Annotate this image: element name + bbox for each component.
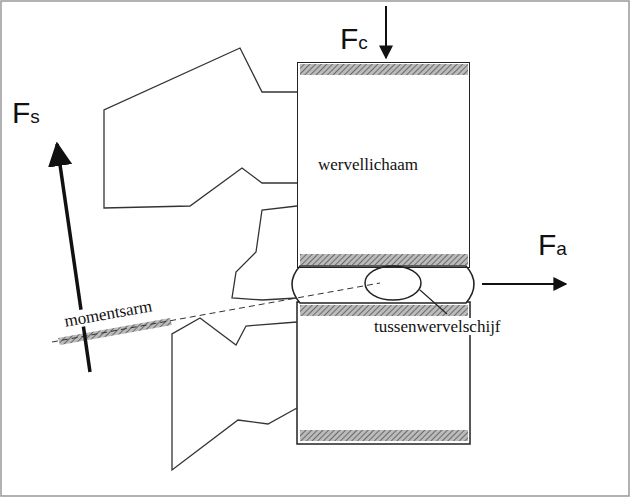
vertebral-body: wervellichaam — [297, 62, 470, 268]
disc-label: tussenwervelschijf — [372, 318, 503, 335]
force-label: Fs — [12, 98, 40, 128]
force-label: Fa — [538, 230, 567, 260]
force-label: Fc — [340, 24, 368, 54]
body-label: wervellichaam — [298, 155, 418, 175]
